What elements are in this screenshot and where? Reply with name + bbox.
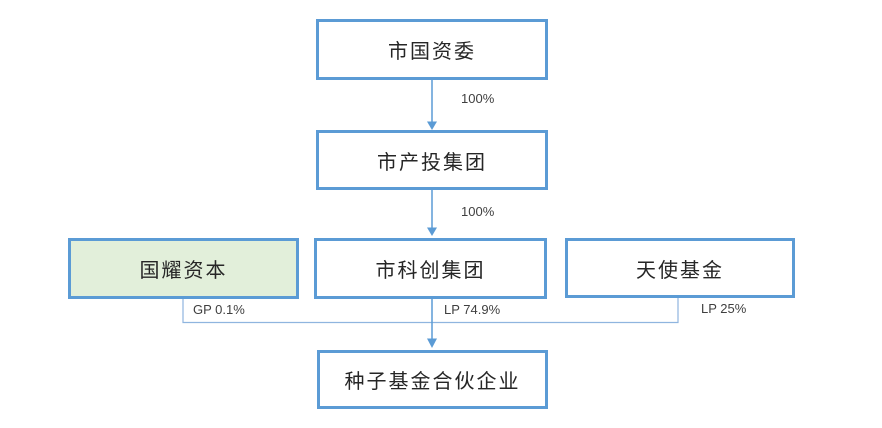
- edge-label-guoyao-gp: GP 0.1%: [193, 302, 245, 317]
- node-guoyao: 国耀资本: [68, 238, 299, 299]
- node-kechuang: 市科创集团: [314, 238, 547, 299]
- arrowhead-sasac-to-chantou: [427, 121, 437, 130]
- edge-label-tianshi-lp: LP 25%: [701, 301, 747, 316]
- edge-label-sasac-to-chantou: 100%: [461, 91, 495, 106]
- node-seedfund: 种子基金合伙企业: [317, 350, 548, 409]
- arrowhead-chantou-to-kechuang: [427, 227, 437, 236]
- node-sasac: 市国资委: [316, 19, 548, 80]
- node-chantou: 市产投集团: [316, 130, 548, 190]
- node-tianshi: 天使基金: [565, 238, 795, 298]
- edge-label-kechuang-lp: LP 74.9%: [444, 302, 501, 317]
- edge-label-chantou-to-kechuang: 100%: [461, 204, 495, 219]
- arrowhead-kechuang-to-seedfund: [427, 338, 437, 348]
